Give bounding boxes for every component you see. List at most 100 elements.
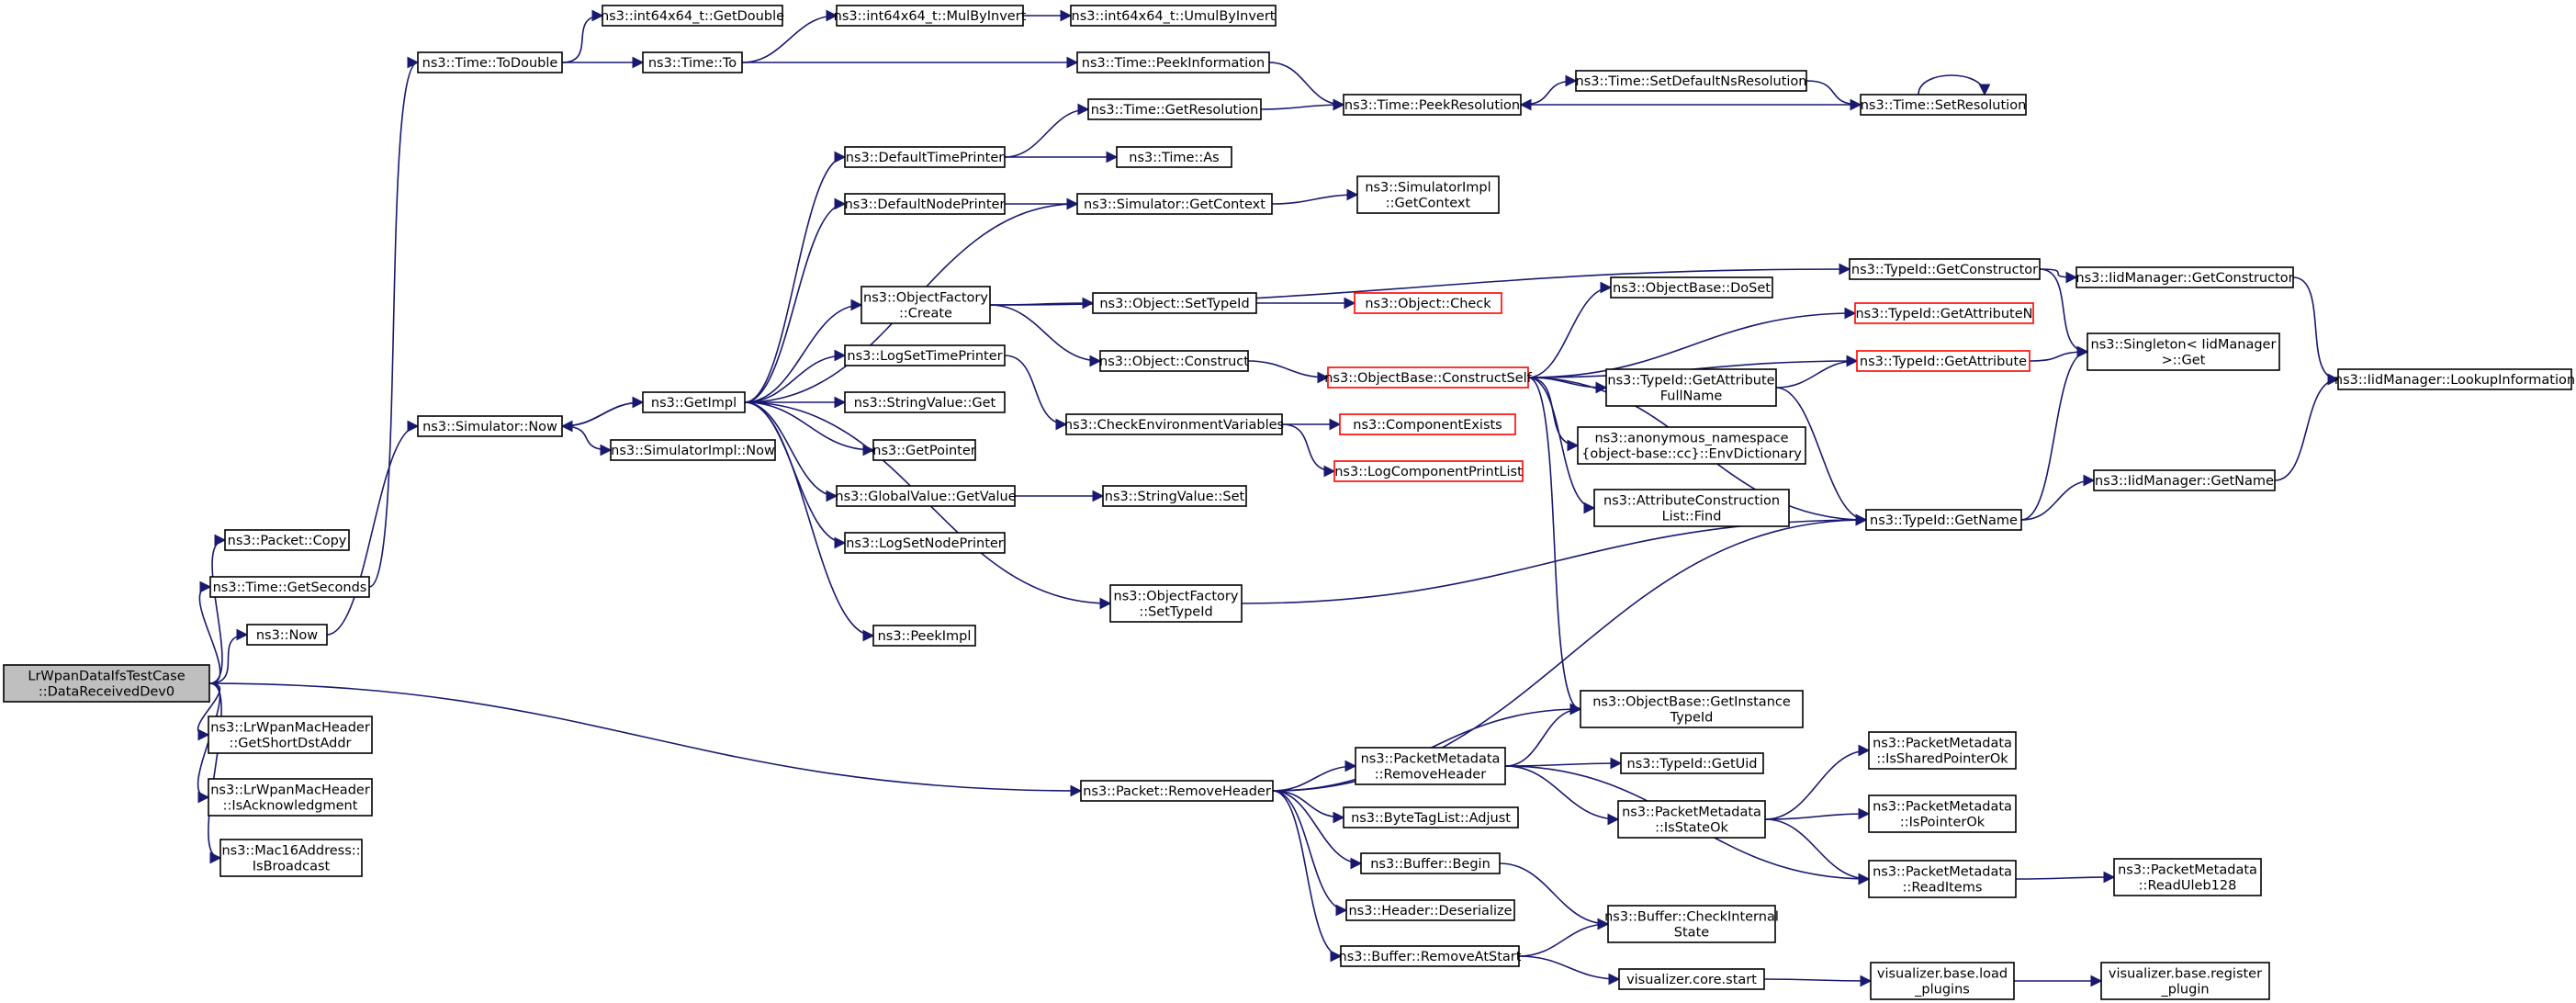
call-edge-ns3-objectbase-constructself-to-ns3-attributeconstructionlist-find	[1527, 377, 1596, 514]
node-box	[1355, 747, 1506, 785]
graph-node-ns3-getpointer[interactable]: ns3::GetPointer	[872, 439, 976, 461]
graph-node-ns3-header-deserialize[interactable]: ns3::Header::Deserialize	[1345, 899, 1515, 921]
node-label-line: ns3::Time::GetSeconds	[213, 580, 367, 595]
call-edge-ns3-packet-removeheader-to-ns3-buffer-begin	[1272, 790, 1363, 870]
node-label-line: ns3::GetPointer	[872, 444, 976, 458]
node-box	[844, 344, 1006, 366]
node-label-line: ns3::Time::PeekInformation	[1082, 56, 1265, 71]
graph-node-ns3-object-settypeid[interactable]: ns3::Object::SetTypeId	[1092, 292, 1257, 314]
call-edge-ns3-getimpl-to-ns3-peekimpl	[744, 401, 875, 642]
graph-node-ns3-objectfactory-settypeid[interactable]: ns3::ObjectFactory::SetTypeId	[1109, 584, 1243, 623]
node-label-line: ns3::Simulator::GetContext	[1084, 197, 1266, 212]
graph-node-ns3-time-to[interactable]: ns3::Time::To	[642, 51, 743, 73]
graph-node-ns3-typeid-getconstructor[interactable]: ns3::TypeId::GetConstructor	[1849, 258, 2041, 280]
graph-node-ns3-buffer-removeatstart[interactable]: ns3::Buffer::RemoveAtStart	[1339, 945, 1522, 967]
node-label-line: ns3::int64x64_t::UmulByInvert	[1072, 9, 1276, 24]
graph-node-lrwpandataifstestcase-datareceiveddev0[interactable]: LrWpanDataIfsTestCase::DataReceivedDev0	[3, 664, 210, 703]
call-edge-ns3-time-getresolution-to-ns3-time-peekresolution	[1260, 98, 1345, 111]
graph-node-ns3-defaulttimeprinter[interactable]: ns3::DefaultTimePrinter	[844, 146, 1006, 168]
graph-node-ns3-typeid-getattributen[interactable]: ns3::TypeId::GetAttributeN	[1854, 302, 2034, 324]
graph-node-ns3-packetmetadata-isstateok[interactable]: ns3::PacketMetadata::IsStateOk	[1617, 800, 1766, 839]
graph-node-ns3-lrwpanmacheader-isacknowledgment[interactable]: ns3::LrWpanMacHeader::IsAcknowledgment	[208, 778, 373, 817]
node-box	[1870, 962, 2015, 1000]
call-edge-ns3-object-construct-to-ns3-objectbase-constructself	[1247, 360, 1330, 384]
graph-node-ns3-packetmetadata-readuleb128[interactable]: ns3::PacketMetadata::ReadUleb128	[2113, 858, 2262, 896]
graph-node-ns3-time-setdefaultnsresolution[interactable]: ns3::Time::SetDefaultNsResolution	[1575, 70, 1807, 92]
graph-node-ns3-packetmetadata-ispointerok[interactable]: ns3::PacketMetadata::IsPointerOk	[1868, 795, 2017, 833]
graph-node-ns3-typeid-getattribute[interactable]: ns3::TypeId::GetAttribute	[1856, 350, 2030, 372]
graph-node-ns3-packetmetadata-readitems[interactable]: ns3::PacketMetadata::ReadItems	[1868, 860, 2017, 898]
graph-node-ns3-time-peekresolution[interactable]: ns3::Time::PeekResolution	[1343, 94, 1522, 116]
graph-node-ns3-singleton-iidmanager-get[interactable]: ns3::Singleton< IidManager >::Get	[2087, 332, 2280, 371]
graph-node-ns3-logcomponentprintlist[interactable]: ns3::LogComponentPrintList	[1333, 460, 1524, 482]
graph-node-ns3-time-setresolution[interactable]: ns3::Time::SetResolution	[1860, 94, 2027, 116]
graph-node-ns3-object-construct[interactable]: ns3::Object::Construct	[1099, 350, 1249, 372]
graph-node-visualizer-core-start[interactable]: visualizer.core.start	[1618, 968, 1765, 990]
graph-node-visualizer-base-load-plugins[interactable]: visualizer.base.load_plugins	[1870, 962, 2015, 1000]
node-box	[1343, 94, 1522, 116]
graph-node-ns3-objectfactory-create[interactable]: ns3::ObjectFactory::Create	[861, 286, 991, 324]
graph-node-ns3-iidmanager-getconstructor[interactable]: ns3::IidManager::GetConstructor	[2075, 266, 2294, 288]
graph-node-ns3-logsetnodeprinter[interactable]: ns3::LogSetNodePrinter	[844, 532, 1006, 554]
call-edge-ns3-time-setdefaultnsresolution-to-ns3-time-setresolution	[1805, 80, 1862, 111]
graph-node-ns3-logsettimeprinter[interactable]: ns3::LogSetTimePrinter	[844, 344, 1006, 366]
node-box	[1340, 945, 1520, 967]
graph-node-ns3-stringvalue-set[interactable]: ns3::StringValue::Set	[1102, 485, 1247, 507]
call-edge-ns3-typeid-getname-to-ns3-singleton-iidmanager-get	[2020, 345, 2089, 521]
graph-node-ns3-objectbase-constructself[interactable]: ns3::ObjectBase::ConstructSelf	[1324, 366, 1533, 389]
graph-node-ns3-simulator-now[interactable]: ns3::Simulator::Now	[417, 415, 563, 437]
graph-node-ns3-simulatorimpl-getcontext[interactable]: ns3::SimulatorImpl::GetContext	[1356, 175, 1500, 214]
graph-node-ns3-int64x64-t-getdouble[interactable]: ns3::int64x64_t::GetDouble	[601, 5, 784, 27]
graph-node-ns3-now[interactable]: ns3::Now	[246, 624, 328, 646]
node-box	[1577, 426, 1806, 465]
graph-node-ns3-defaultnodeprinter[interactable]: ns3::DefaultNodePrinter	[844, 193, 1006, 215]
graph-node-ns3-getimpl[interactable]: ns3::GetImpl	[642, 391, 746, 413]
node-box	[861, 286, 991, 324]
graph-node-ns3-iidmanager-getname[interactable]: ns3::IidManager::GetName	[2093, 469, 2276, 491]
call-edge-ns3-typeid-getname-to-ns3-iidmanager-getname	[2020, 474, 2096, 521]
graph-node-ns3-int64x64-t-umulbyinvert[interactable]: ns3::int64x64_t::UmulByInvert	[1070, 5, 1277, 27]
graph-node-ns3-packetmetadata-issharedpointerok[interactable]: ns3::PacketMetadata::IsSharedPointerOk	[1868, 731, 2017, 770]
graph-node-ns3-typeid-getuid[interactable]: ns3::TypeId::GetUid	[1620, 752, 1764, 774]
graph-node-ns3-time-getseconds[interactable]: ns3::Time::GetSeconds	[209, 576, 370, 598]
graph-node-ns3-mac16address-isbroadcast[interactable]: ns3::Mac16Address::IsBroadcast	[219, 839, 363, 877]
graph-node-ns3-time-peekinformation[interactable]: ns3::Time::PeekInformation	[1076, 51, 1270, 73]
graph-node-ns3-iidmanager-lookupinformation[interactable]: ns3::IidManager::LookupInformation	[2334, 368, 2575, 390]
graph-node-ns3-anonymous-namespace-object-base-cc-envdictionary[interactable]: ns3::anonymous_namespace{object-base::cc…	[1577, 426, 1806, 465]
graph-node-ns3-packetmetadata-removeheader[interactable]: ns3::PacketMetadata::RemoveHeader	[1355, 747, 1506, 785]
node-label-line: ns3::IidManager::LookupInformation	[2334, 373, 2575, 388]
graph-node-ns3-stringvalue-get[interactable]: ns3::StringValue::Get	[844, 391, 1006, 413]
graph-node-ns3-peekimpl[interactable]: ns3::PeekImpl	[872, 625, 976, 647]
node-label-line: ::GetShortDstAddr	[230, 737, 352, 751]
node-label-line: ns3::TypeId::GetConstructor	[1851, 263, 2038, 277]
graph-node-ns3-simulatorimpl-now[interactable]: ns3::SimulatorImpl::Now	[610, 439, 776, 461]
graph-node-ns3-componentexists[interactable]: ns3::ComponentExists	[1339, 413, 1516, 435]
graph-node-ns3-globalvalue-getvalue[interactable]: ns3::GlobalValue::GetValue	[835, 485, 1017, 507]
graph-node-ns3-objectbase-doset[interactable]: ns3::ObjectBase::DoSet	[1610, 276, 1773, 299]
graph-node-ns3-lrwpanmacheader-getshortdstaddr[interactable]: ns3::LrWpanMacHeader::GetShortDstAddr	[208, 716, 373, 754]
graph-node-ns3-int64x64-t-mulbyinvert[interactable]: ns3::int64x64_t::MulByInvert	[834, 5, 1027, 27]
graph-node-ns3-typeid-getname[interactable]: ns3::TypeId::GetName	[1865, 509, 2022, 531]
node-label-line: State	[1674, 926, 1709, 941]
graph-node-ns3-time-todouble[interactable]: ns3::Time::ToDouble	[417, 51, 563, 73]
graph-node-ns3-packet-copy[interactable]: ns3::Packet::Copy	[224, 529, 350, 551]
graph-node-ns3-packet-removeheader[interactable]: ns3::Packet::RemoveHeader	[1080, 780, 1274, 802]
graph-node-ns3-simulator-getcontext[interactable]: ns3::Simulator::GetContext	[1076, 193, 1273, 215]
node-box	[1080, 780, 1274, 802]
call-edge-visualizer-core-start-to-visualizer-base-load-plugins	[1763, 975, 1873, 987]
graph-node-ns3-bytetaglist-adjust[interactable]: ns3::ByteTagList::Adjust	[1343, 806, 1519, 828]
node-label-line: ns3::AttributeConstruction	[1603, 494, 1780, 509]
node-box	[1865, 509, 2022, 531]
graph-node-ns3-object-check[interactable]: ns3::Object::Check	[1354, 292, 1502, 314]
graph-node-ns3-checkenvironmentvariables[interactable]: ns3::CheckEnvironmentVariables	[1064, 413, 1284, 435]
graph-node-ns3-time-getresolution[interactable]: ns3::Time::GetResolution	[1087, 98, 1262, 120]
call-edge-ns3-packetmetadata-readitems-to-ns3-packetmetadata-readuleb128	[2015, 871, 2116, 884]
graph-node-ns3-time-as[interactable]: ns3::Time::As	[1116, 146, 1232, 168]
graph-node-visualizer-base-register-plugin[interactable]: visualizer.base.register_plugin	[2100, 962, 2270, 1000]
graph-node-ns3-buffer-begin[interactable]: ns3::Buffer::Begin	[1360, 852, 1501, 874]
node-box	[844, 532, 1006, 554]
